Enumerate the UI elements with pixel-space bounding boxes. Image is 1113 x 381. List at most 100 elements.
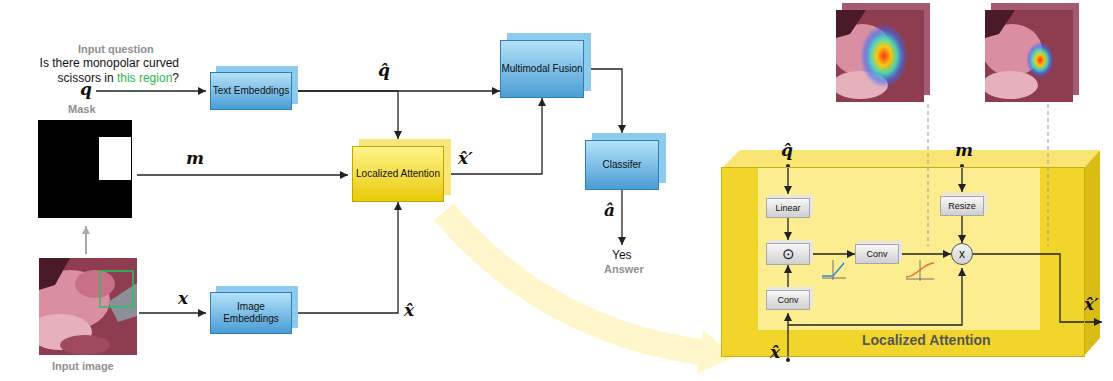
math-symbol: m — [955, 140, 973, 161]
leader-line — [928, 104, 1048, 246]
connector-arrow — [292, 91, 398, 139]
math-symbol: x — [178, 288, 188, 309]
input-image — [60, 335, 110, 355]
heatmap-image — [836, 10, 866, 38]
heatmap-image — [985, 71, 1038, 99]
question-highlight: this region — [117, 71, 172, 85]
connector-arrow — [787, 218, 788, 240]
layer-box: Resize — [940, 196, 984, 216]
box-label: Linear — [775, 203, 800, 214]
sigmoid-symbol — [906, 260, 934, 281]
mask-arrow — [85, 226, 87, 254]
attention-housing — [722, 150, 1100, 356]
box-label: Text Embeddings — [213, 85, 290, 97]
input-image — [39, 258, 137, 355]
heatmap-image — [1026, 42, 1054, 78]
layer-box: Linear — [766, 198, 810, 218]
connector-arrow — [584, 69, 622, 133]
process-box: Image Embeddings — [210, 292, 292, 334]
connector-arrow — [810, 253, 855, 254]
question-text: Is there monopolar curved scissors inthi… — [27, 56, 179, 86]
input-image — [75, 270, 115, 298]
connector-arrow — [899, 253, 951, 254]
junction-dot — [786, 358, 790, 362]
math-symbol: x̂′ — [458, 148, 473, 169]
math-symbol: x̂ — [770, 342, 780, 363]
box-label: Conv — [866, 249, 887, 260]
heatmap-image — [860, 24, 908, 88]
relu-symbol — [822, 263, 844, 276]
layer-box: Conv — [766, 290, 810, 310]
mask-image — [38, 120, 132, 218]
answer-text: Yes — [612, 248, 632, 262]
relu-symbol — [822, 260, 846, 280]
attention-housing — [758, 168, 1040, 330]
input-image — [100, 271, 133, 307]
signal-wire — [973, 254, 1102, 322]
section-heading: Input image — [52, 360, 114, 372]
attention-box: Localized Attention — [352, 146, 444, 202]
leader-line — [1048, 104, 1049, 246]
signal-wire — [787, 168, 788, 194]
math-symbol: m — [186, 148, 204, 169]
connector-arrow — [787, 265, 788, 290]
relu-symbol — [822, 260, 846, 280]
section-heading: Answer — [604, 263, 644, 275]
layer-box: Conv — [855, 244, 899, 264]
heatmap-image — [982, 3, 1079, 102]
connector-arrow — [444, 98, 542, 174]
section-heading: Mask — [68, 103, 96, 115]
operator-circle: x — [951, 243, 973, 265]
leader-line — [928, 104, 929, 246]
box-label: Multimodal Fusion — [501, 63, 582, 75]
math-symbol: â — [604, 200, 615, 221]
box-label: Localized Attention — [356, 168, 440, 180]
question-text: ? — [172, 71, 179, 85]
signal-wire — [788, 268, 962, 325]
operator-box: ⊙ — [766, 243, 810, 265]
connector-arrow — [292, 202, 398, 313]
mask-image — [38, 120, 132, 218]
math-symbol: x̂′ — [1084, 294, 1099, 315]
math-symbol: q — [80, 79, 92, 100]
heatmap-image — [832, 3, 930, 102]
math-symbol: q̂ — [781, 140, 793, 161]
box-label: Conv — [777, 295, 798, 306]
signal-wire — [787, 313, 788, 360]
module-title: Localized Attention — [862, 332, 991, 348]
box-label: ⊙ — [782, 246, 795, 262]
connector-arrow — [961, 216, 962, 243]
signal-wire — [96, 90, 206, 91]
attention-housing — [722, 150, 1100, 168]
module-housing: Localized AttentionLinear⊙ConvConvResize… — [722, 168, 1084, 356]
input-image — [39, 258, 70, 290]
box-label: Classifer — [603, 159, 642, 171]
junction-dot — [786, 164, 790, 168]
mask-image — [99, 137, 131, 180]
attention-housing — [722, 168, 1084, 356]
signal-wire — [621, 190, 622, 245]
heatmap-image — [985, 10, 1015, 38]
signal-wire — [96, 91, 1102, 360]
input-image — [28, 258, 137, 355]
signal-wire — [139, 312, 206, 313]
heatmap-image — [836, 10, 924, 102]
section-heading: Input question — [78, 43, 154, 55]
process-box: Text Embeddings — [210, 72, 292, 110]
flow-arrow — [444, 212, 735, 374]
signal-wire — [137, 174, 348, 175]
process-box: Multimodal Fusion — [500, 40, 584, 98]
attention-housing — [1084, 150, 1100, 356]
junction-dot — [960, 164, 964, 168]
box-label: Image Embeddings — [211, 301, 291, 325]
signal-wire — [961, 168, 962, 192]
flow-arrow — [444, 212, 700, 352]
math-symbol: x̂ — [404, 300, 414, 321]
box-label: Resize — [948, 201, 976, 212]
box-label: x — [959, 248, 965, 260]
process-box: Classifer — [585, 140, 659, 190]
heatmap-image — [985, 10, 1073, 102]
math-symbol: q̂ — [378, 60, 390, 81]
sigmoid-symbol — [906, 263, 934, 277]
